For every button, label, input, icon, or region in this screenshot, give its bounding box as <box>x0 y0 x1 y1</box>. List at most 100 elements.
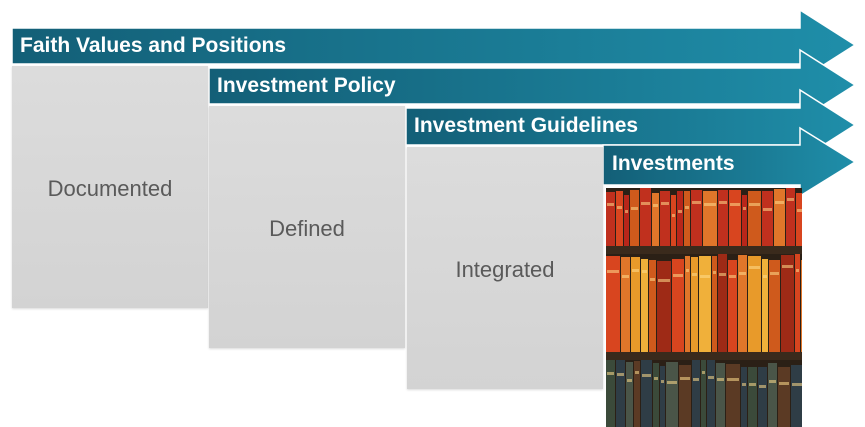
book-spine <box>748 191 761 246</box>
book-spine-band <box>632 269 639 272</box>
shelf-plank <box>606 352 802 360</box>
book-spine-band <box>797 209 802 212</box>
book-spine <box>768 363 777 427</box>
bookshelf-image <box>606 188 802 427</box>
stage-box-label-defined: Defined <box>269 216 345 241</box>
book-spine-band <box>661 380 664 383</box>
book-spine-band <box>742 383 746 386</box>
book-spine <box>652 193 659 246</box>
book-spine <box>729 190 741 246</box>
book-spine <box>621 257 630 352</box>
book-spine <box>624 195 629 246</box>
book-spine-band <box>661 202 669 205</box>
book-spine-band <box>749 266 760 269</box>
book-spine <box>679 365 691 427</box>
book-spine <box>801 260 802 352</box>
book-spine-band <box>713 271 716 274</box>
book-spine-band <box>739 272 746 275</box>
book-spine-band <box>729 275 736 278</box>
book-spine <box>726 364 740 427</box>
book-spine-band <box>717 378 724 381</box>
book-spine <box>616 360 625 427</box>
shelf-plank <box>606 246 802 254</box>
book-spine-band <box>692 201 701 204</box>
bookshelf-drawing <box>606 188 802 427</box>
book-spine <box>606 256 620 352</box>
book-spine-band <box>673 274 683 277</box>
book-spine <box>631 257 640 352</box>
book-spine <box>791 365 802 427</box>
book-spine-band <box>769 380 776 383</box>
book-spine <box>671 195 676 246</box>
book-spine-band <box>653 204 658 207</box>
book-spine <box>640 188 651 246</box>
book-spine <box>796 193 802 246</box>
stage-box-integrated: Integrated <box>407 147 603 389</box>
book-spine <box>660 366 665 427</box>
book-spine-band <box>658 279 670 282</box>
book-spine <box>748 367 757 427</box>
book-spine <box>742 195 747 246</box>
book-spine <box>657 261 671 352</box>
book-spine-band <box>775 201 784 204</box>
book-spine-band <box>743 207 746 210</box>
book-spine-band <box>730 203 740 206</box>
book-spine <box>716 363 725 427</box>
book-spine-band <box>779 382 789 385</box>
book-spine-band <box>770 272 779 275</box>
book-spine <box>691 257 698 352</box>
book-spine-band <box>719 273 726 276</box>
book-spine <box>666 362 678 427</box>
book-spine-band <box>627 379 632 382</box>
band-label-investments: Investments <box>612 152 735 175</box>
book-spine <box>769 260 780 352</box>
book-spine <box>616 191 623 246</box>
book-spine-band <box>787 198 794 201</box>
book-spine <box>684 191 690 246</box>
stage-box-label-integrated: Integrated <box>455 257 555 282</box>
book-spine-band <box>719 201 727 204</box>
book-spine <box>718 190 728 246</box>
book-spine <box>672 259 684 352</box>
book-spine <box>691 190 702 246</box>
book-spine <box>626 362 633 427</box>
book-spine <box>718 254 727 352</box>
stage-box-label-documented: Documented <box>47 176 173 201</box>
book-spine <box>701 360 706 427</box>
book-spine <box>762 191 773 246</box>
book-spine-band <box>678 210 682 213</box>
book-spine <box>748 256 761 352</box>
book-spine <box>774 189 785 246</box>
stage-box-defined: Defined <box>209 106 405 348</box>
book-spine-band <box>749 383 756 386</box>
book-spine-band <box>782 265 793 268</box>
band-label-investment-guidelines: Investment Guidelines <box>414 114 639 137</box>
band-label-investment-policy: Investment Policy <box>217 74 396 97</box>
book-spine-band <box>692 273 697 276</box>
book-spine <box>762 259 768 352</box>
book-spine-band <box>654 377 658 380</box>
book-spine <box>738 255 747 352</box>
book-spine-band <box>617 206 622 209</box>
book-spine-band <box>700 275 710 278</box>
stage-box-documented: Documented <box>12 66 208 308</box>
book-spine-band <box>708 376 714 379</box>
book-spine <box>649 260 656 352</box>
arrow-band-1 <box>11 8 857 82</box>
book-spine <box>728 260 737 352</box>
book-spine <box>692 360 700 427</box>
book-spine-band <box>641 202 650 205</box>
book-spine <box>699 256 711 352</box>
book-spine <box>606 360 615 427</box>
book-spine-band <box>625 210 628 213</box>
book-spine-band <box>759 385 766 388</box>
book-spine <box>741 367 747 427</box>
book-spine-band <box>635 371 639 374</box>
book-spine-band <box>642 374 651 377</box>
book-spine-band <box>607 270 619 273</box>
book-spine-band <box>680 377 690 380</box>
book-spine-band <box>667 381 677 384</box>
book-spine-band <box>650 278 655 281</box>
book-spine-band <box>622 275 629 278</box>
